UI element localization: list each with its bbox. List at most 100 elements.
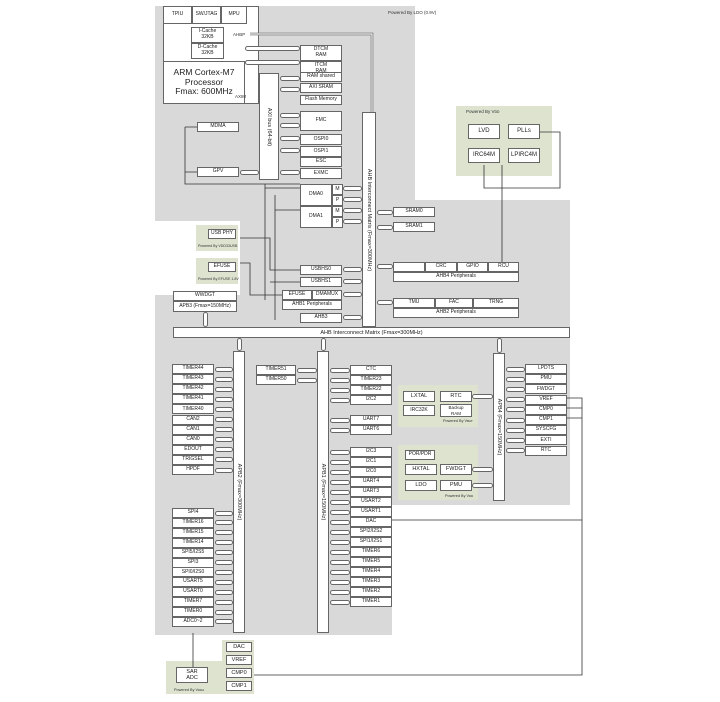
bus-arrow bbox=[215, 386, 233, 392]
bus-arrow bbox=[330, 397, 350, 403]
apb2-peripheral: HPDF bbox=[172, 465, 214, 475]
axi-sram: AXI SRAM bbox=[300, 83, 342, 93]
apb1-peripheral: SPI1/I2S1 bbox=[350, 537, 392, 547]
bus-arrow bbox=[330, 559, 350, 565]
sram1-box: SRAM1 bbox=[393, 222, 435, 232]
apb2-peripheral: SPI0/I2S0 bbox=[172, 567, 214, 578]
bus-arrow bbox=[215, 520, 233, 526]
bus-arrow bbox=[215, 417, 233, 422]
ahb4-empty bbox=[393, 262, 425, 272]
sar-adc-l1: SAR bbox=[186, 668, 198, 675]
apb4-peripheral: CMP1 bbox=[525, 415, 567, 425]
bus-arrow bbox=[330, 599, 350, 605]
ahbp-label: AHBP bbox=[233, 32, 246, 37]
irc32k-box: IRC32K bbox=[403, 405, 435, 416]
dma1-box: DMA1 bbox=[300, 206, 332, 228]
gpio-box: GPIO bbox=[457, 262, 488, 272]
apb2-peripheral: USART5 bbox=[172, 577, 214, 588]
ahb1-dmamux: DMAMUX bbox=[312, 290, 342, 300]
rcu-box: RCU bbox=[488, 262, 519, 272]
analog-cmp1-box: CMP1 bbox=[226, 681, 252, 691]
apb2-peripheral: TIMER14 bbox=[172, 537, 214, 548]
usb-phy-power-label: Powered By VDD33USB bbox=[198, 244, 238, 248]
bus-arrow bbox=[330, 569, 350, 575]
bus-arrow bbox=[330, 509, 350, 515]
bus-arrow bbox=[506, 376, 525, 382]
apb2-peripheral: TIMER41 bbox=[172, 394, 214, 405]
vdda-power-label: Powered By Vᴅᴅᴀ bbox=[174, 688, 205, 692]
swjtag-box: SW/JTAG bbox=[192, 6, 221, 24]
apb1-peripheral: TIMER22 bbox=[350, 385, 392, 395]
ldo-power-label: Powered By LDO (0.9V) bbox=[388, 10, 437, 15]
apb2-peripheral: SPI4 bbox=[172, 508, 214, 518]
bus-arrow bbox=[215, 447, 233, 453]
apb4-bus: APB4 (Fmax=150MHz) bbox=[493, 353, 505, 501]
bus-arrow bbox=[297, 367, 317, 373]
apb4-peripheral: VREF bbox=[525, 394, 567, 405]
bus-arrow bbox=[506, 407, 525, 413]
sar-adc-l2: ADC bbox=[186, 675, 198, 681]
dma1-p-port: P bbox=[332, 217, 343, 228]
bus-arrow bbox=[330, 489, 350, 495]
vdd-power-label-mid: Powered By Vᴅᴅ bbox=[445, 494, 474, 498]
apb1-peripheral: UART3 bbox=[350, 487, 392, 497]
bus-arrow bbox=[377, 210, 393, 215]
bus-arrow bbox=[215, 366, 233, 372]
bus-arrow bbox=[330, 377, 350, 383]
apb1-bus: APB1 (Fmax=150MHz) bbox=[317, 351, 329, 633]
ahb1-efuse: EFUSE bbox=[282, 290, 312, 300]
ahb2-peripherals: AHB2 Peripherals bbox=[393, 308, 519, 318]
exmc-box: EXMC bbox=[300, 168, 342, 179]
apb2-peripheral: TIMER44 bbox=[172, 364, 214, 374]
bus-arrow bbox=[215, 619, 233, 625]
bus-arrow bbox=[330, 427, 350, 433]
dtcm-ram: DTCM RAM bbox=[300, 45, 342, 61]
apb1-peripheral: UART4 bbox=[350, 477, 392, 487]
bus-arrow bbox=[215, 467, 233, 473]
apb4-peripheral: PMU bbox=[525, 374, 567, 385]
trng-box: TRNG bbox=[473, 298, 519, 308]
apb1-peripheral: TIMER23 bbox=[350, 375, 392, 385]
hxtal-box: HXTAL bbox=[405, 464, 437, 475]
fwdgt-box: FWDGT bbox=[440, 464, 472, 475]
backup-rtc-box: RTC bbox=[440, 391, 472, 402]
sar-adc-box: SAR ADC bbox=[176, 667, 208, 683]
wwdgt-box: WWDGT bbox=[173, 291, 237, 301]
bus-arrow bbox=[506, 417, 525, 423]
bus-arrow bbox=[215, 510, 233, 516]
dma1-m-port: M bbox=[332, 206, 343, 217]
apb2-peripheral: TIMER40 bbox=[172, 404, 214, 415]
ospi0-box: OSPI0 bbox=[300, 134, 342, 145]
vdd-clock-domain bbox=[456, 106, 552, 176]
bus-arrow bbox=[343, 208, 362, 213]
bus-arrow-vertical bbox=[203, 312, 208, 327]
bus-arrow bbox=[506, 427, 525, 433]
apb4-peripheral: RTC bbox=[525, 445, 567, 456]
bus-arrow bbox=[215, 569, 233, 575]
apb2-peripheral: TIMER15 bbox=[172, 527, 214, 538]
bus-arrow bbox=[330, 549, 350, 555]
bus-arrow bbox=[343, 267, 362, 272]
ahb-matrix-vertical: AHB Interconnect Matrix (Fmax=300MHz) bbox=[362, 112, 376, 327]
bus-arrow bbox=[245, 46, 300, 51]
esc-box: ESC bbox=[300, 157, 342, 167]
bus-arrow bbox=[215, 550, 233, 556]
apb2-peripheral: TIMER16 bbox=[172, 517, 214, 528]
mdma-box: MDMA bbox=[197, 122, 239, 132]
bus-arrow bbox=[343, 197, 362, 202]
apb4-peripheral: EXTI bbox=[525, 435, 567, 446]
tmu-box: TMU bbox=[393, 298, 435, 308]
apb1-peripheral: TIMER1 bbox=[350, 597, 392, 607]
bus-arrow bbox=[506, 437, 525, 443]
apb4-peripheral: SYSCFG bbox=[525, 425, 567, 436]
bus-arrow bbox=[472, 483, 493, 488]
analog-dac-box: DAC bbox=[226, 642, 252, 652]
bus-arrow bbox=[377, 264, 393, 269]
bus-arrow bbox=[377, 300, 393, 305]
vbat-power-label: Powered By Vʙᴀᴛ bbox=[443, 419, 473, 423]
bus-arrow bbox=[280, 136, 300, 141]
dma0-p-port: P bbox=[332, 195, 343, 206]
fmc-box: FMC bbox=[300, 111, 342, 131]
bus-arrow bbox=[343, 292, 362, 297]
apb2-peripheral: SPI5/I2S5 bbox=[172, 547, 214, 558]
